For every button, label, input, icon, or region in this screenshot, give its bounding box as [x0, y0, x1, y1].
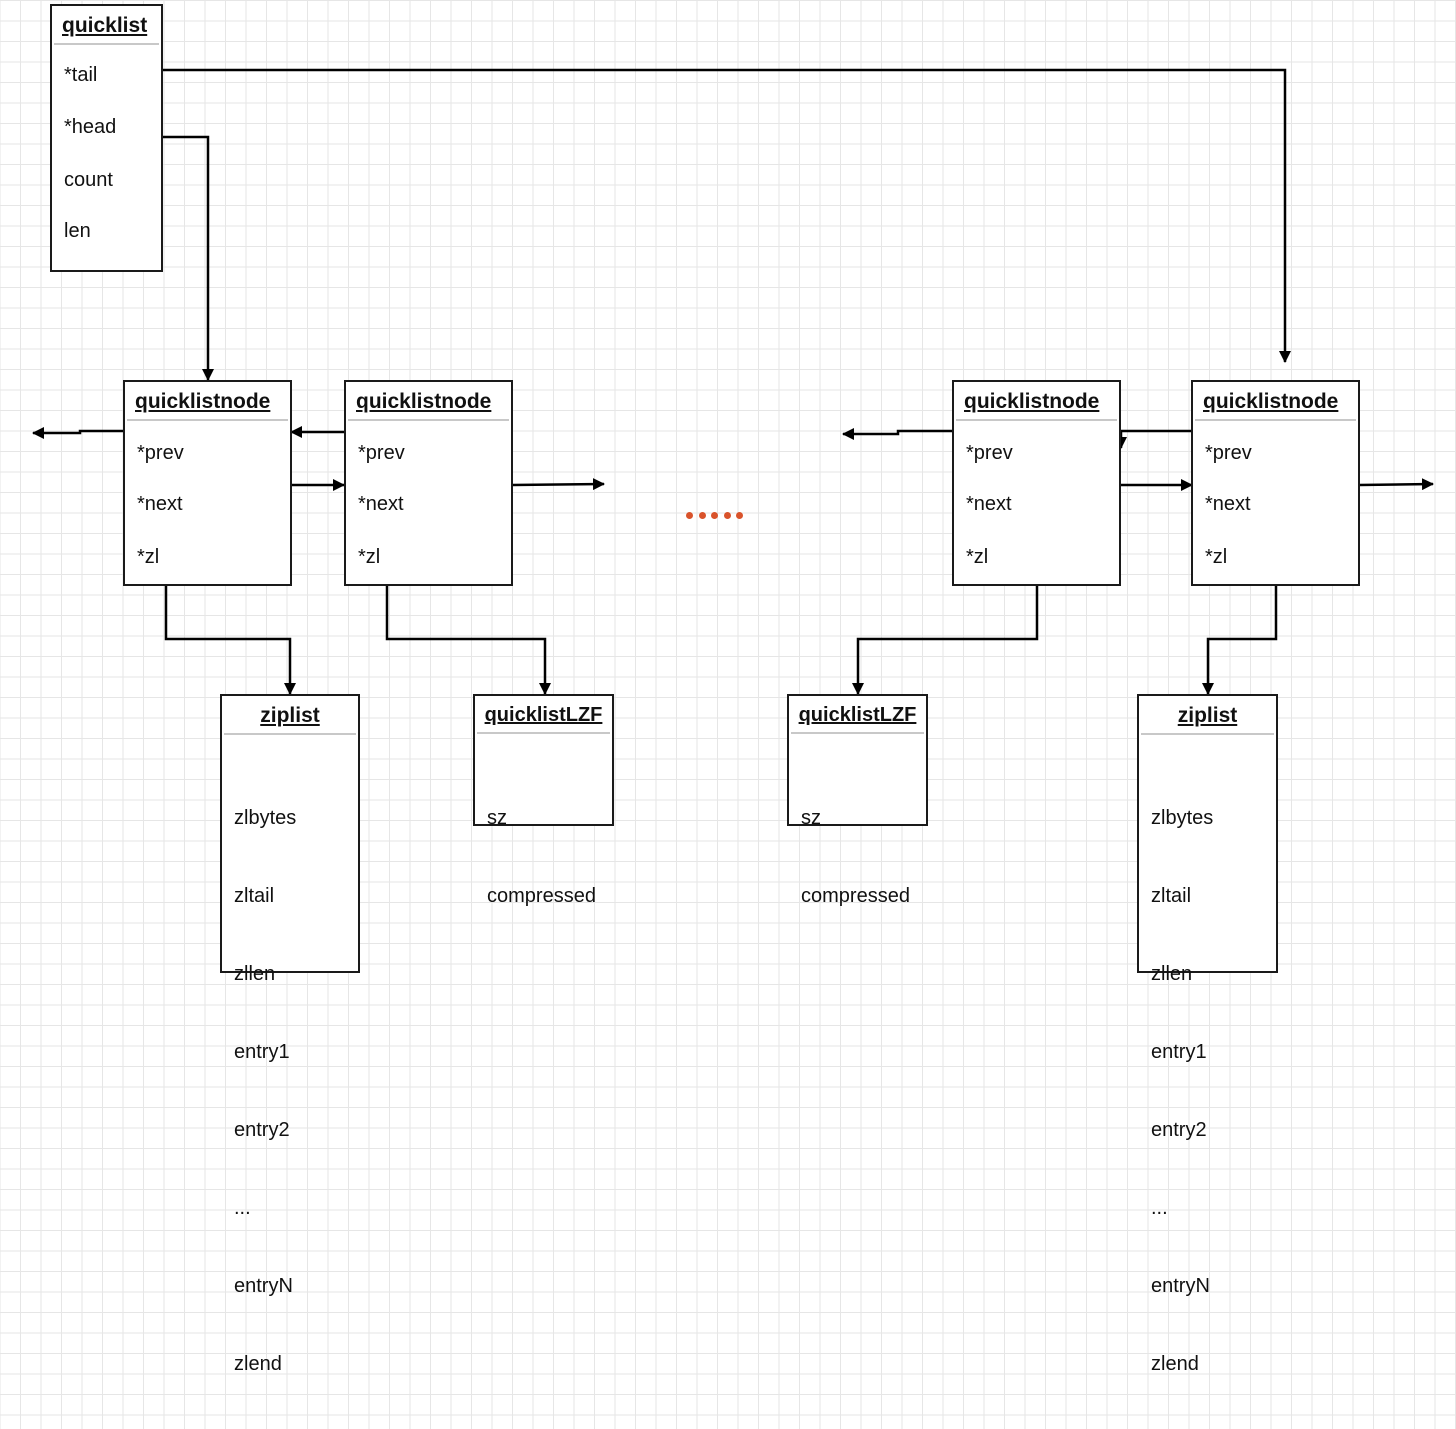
node3-zl-arrow — [852, 586, 1039, 695]
quicklistnode-box-3: quicklistnode *prev *next *zl — [952, 380, 1121, 586]
ellipsis-dot — [736, 512, 743, 519]
node-field-next: *next — [1205, 493, 1251, 515]
ziplist-field: zlend — [234, 1353, 282, 1375]
node-field-zl: *zl — [137, 546, 160, 568]
tail-pointer-arrow — [162, 68, 1291, 363]
ziplist-field: entry2 — [1151, 1119, 1207, 1141]
node4-prev-arrow — [1115, 429, 1193, 449]
ziplist-fields: zlbytes zltail zllen entry1 entry2 ... e… — [1151, 753, 1213, 1429]
ziplist-fields: zlbytes zltail zllen entry1 entry2 ... e… — [234, 753, 296, 1429]
quicklist-field-tail: *tail — [64, 64, 98, 86]
node-field-zl: *zl — [1205, 546, 1228, 568]
ellipsis-dot — [711, 512, 718, 519]
node-field-prev: *prev — [358, 442, 405, 464]
quicklistnode-title: quicklistnode — [348, 382, 509, 421]
ellipsis-dot — [698, 512, 706, 519]
node-field-prev: *prev — [966, 442, 1013, 464]
node-field-prev: *prev — [137, 442, 184, 464]
quicklist-title: quicklist — [54, 6, 159, 45]
ziplist-box-left: ziplist zlbytes zltail zllen entry1 entr… — [220, 694, 360, 1375]
quicklist-field-head: *head — [64, 116, 117, 138]
node1-zl-arrow — [164, 586, 296, 695]
ziplist-field: entryN — [1151, 1275, 1210, 1297]
quicklist-box: quicklist *tail *head count len — [50, 4, 163, 272]
ziplist-title: ziplist — [224, 696, 356, 735]
node-field-zl: *zl — [966, 546, 989, 568]
node2-next-arrow — [511, 478, 605, 491]
ziplist-field: entry1 — [1151, 1041, 1207, 1063]
quicklistlzf-box-right: quicklistLZF sz compressed — [787, 694, 928, 907]
node4-zl-arrow — [1202, 586, 1278, 695]
ziplist-field: zllen — [1151, 963, 1193, 985]
ziplist-box-right: ziplist zlbytes zltail zllen entry1 entr… — [1137, 694, 1278, 1375]
quicklistlzf-box-left: quicklistLZF sz compressed — [473, 694, 614, 907]
head-pointer-arrow — [162, 135, 214, 381]
node-field-next: *next — [137, 493, 183, 515]
ziplist-field: entry2 — [234, 1119, 290, 1141]
node4-next-arrow — [1358, 478, 1434, 491]
quicklist-field-count: count — [64, 169, 113, 191]
ziplist-field: zlbytes — [234, 807, 297, 829]
ziplist-field: zllen — [234, 963, 276, 985]
lzf-field: compressed — [487, 885, 596, 907]
quicklistlzf-fields: sz compressed — [801, 753, 910, 961]
node3-prev-arrow — [842, 428, 953, 440]
ziplist-field: zltail — [1151, 885, 1192, 907]
quicklistnode-box-4: quicklistnode *prev *next *zl — [1191, 380, 1360, 586]
lzf-field: sz — [487, 807, 507, 829]
quicklistlzf-title: quicklistLZF — [477, 696, 610, 734]
ziplist-field: entry1 — [234, 1041, 290, 1063]
ziplist-title: ziplist — [1141, 696, 1274, 735]
ziplist-field: ... — [1151, 1197, 1168, 1219]
node-field-zl: *zl — [358, 546, 381, 568]
node-field-next: *next — [358, 493, 404, 515]
quicklistnode-box-2: quicklistnode *prev *next *zl — [344, 380, 513, 586]
lzf-field: sz — [801, 807, 821, 829]
node-field-prev: *prev — [1205, 442, 1252, 464]
quicklistnode-title: quicklistnode — [127, 382, 288, 421]
ellipsis-dots — [686, 506, 749, 524]
ziplist-field: zlbytes — [1151, 807, 1214, 829]
connector-layer — [32, 68, 1434, 695]
ziplist-field: zltail — [234, 885, 275, 907]
quicklistnode-title: quicklistnode — [956, 382, 1117, 421]
node2-zl-arrow — [385, 586, 551, 695]
quicklistnode-title: quicklistnode — [1195, 382, 1356, 421]
ziplist-field: zlend — [1151, 1353, 1199, 1375]
quicklist-field-len: len — [64, 220, 91, 242]
node1-prev-arrow — [32, 427, 124, 439]
ellipsis-dot — [686, 512, 693, 519]
ellipsis-dot — [723, 512, 731, 519]
lzf-field: compressed — [801, 885, 910, 907]
quicklistnode-box-1: quicklistnode *prev *next *zl — [123, 380, 292, 586]
quicklistlzf-title: quicklistLZF — [791, 696, 924, 734]
ziplist-field: entryN — [234, 1275, 293, 1297]
node-field-next: *next — [966, 493, 1012, 515]
quicklistlzf-fields: sz compressed — [487, 753, 596, 961]
ziplist-field: ... — [234, 1197, 251, 1219]
